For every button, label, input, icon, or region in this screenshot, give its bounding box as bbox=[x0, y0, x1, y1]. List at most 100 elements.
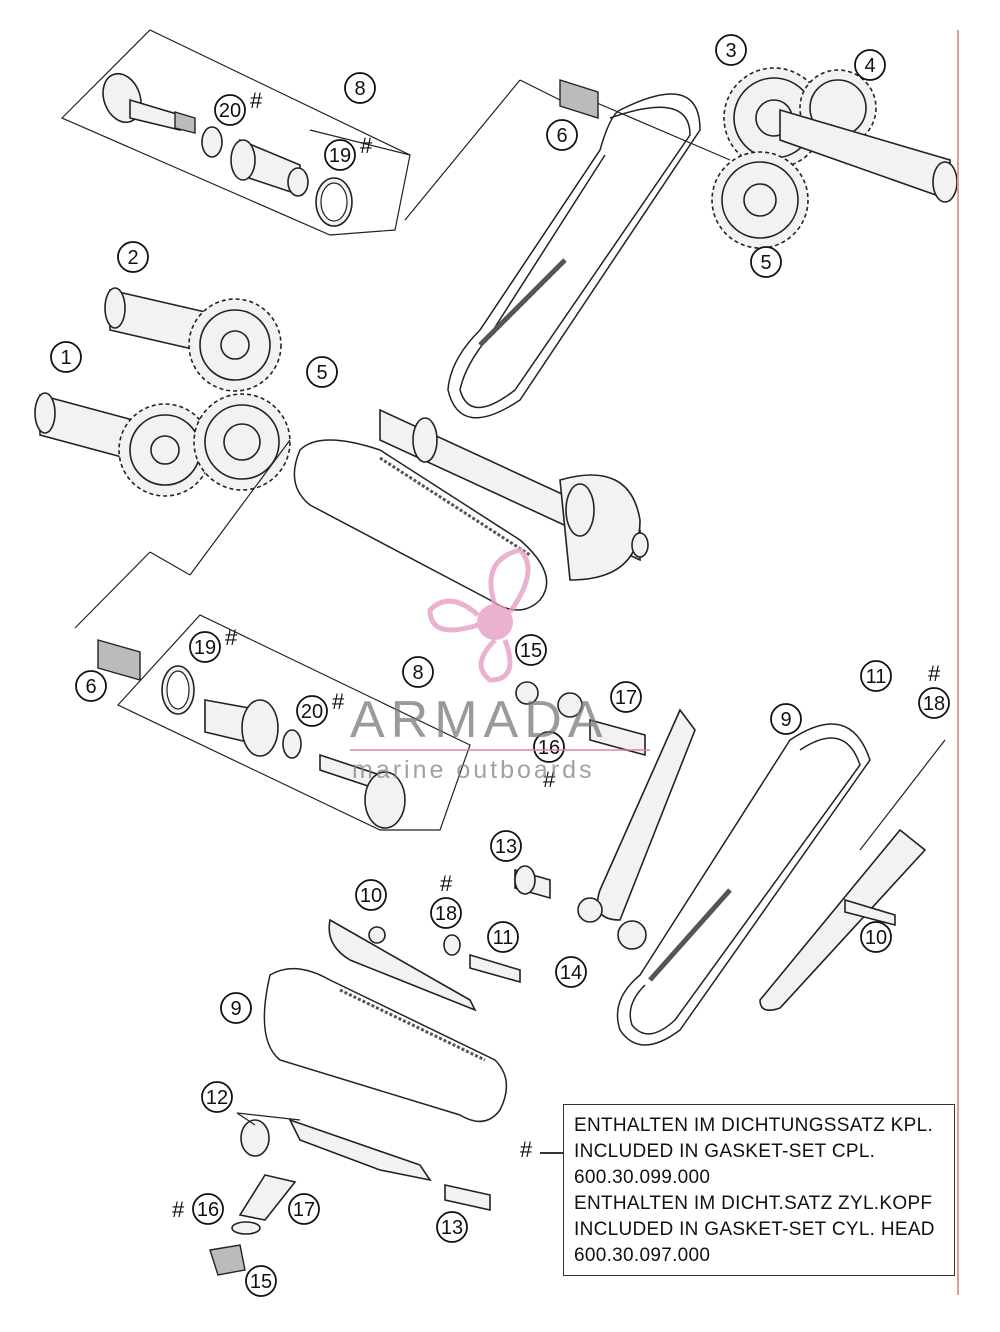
callout-6: 6 bbox=[75, 670, 107, 702]
timing-chain-upper bbox=[447, 93, 701, 419]
tensioner-lower bbox=[209, 1112, 491, 1276]
watermark-tagline: marine outboards bbox=[352, 756, 595, 784]
camshaft-assembly-top bbox=[404, 67, 958, 249]
callout-circle bbox=[201, 1081, 233, 1113]
callout-circle bbox=[487, 921, 519, 953]
callout-circle bbox=[555, 956, 587, 988]
callout-circle bbox=[355, 879, 387, 911]
callout-number: 10 bbox=[360, 885, 382, 907]
bearing-assembly-top bbox=[60, 29, 411, 236]
callout-circle bbox=[75, 670, 107, 702]
callout-circle bbox=[430, 897, 462, 929]
timing-chain-left bbox=[263, 967, 508, 1123]
callout-number: 13 bbox=[495, 836, 517, 858]
gasket-set-marker: # bbox=[543, 767, 556, 792]
callout-number: 8 bbox=[354, 78, 365, 100]
legend-line: 600.30.099.000 bbox=[574, 1167, 711, 1188]
callout-circle bbox=[117, 241, 149, 273]
callout-15: 15 bbox=[515, 634, 547, 666]
callout-circle bbox=[546, 119, 578, 151]
callout-circle bbox=[918, 687, 950, 719]
callout-number: 16 bbox=[538, 737, 560, 759]
callout-number: 11 bbox=[866, 666, 887, 688]
bearing-assembly-bottom bbox=[97, 614, 471, 831]
legend-line: 600.30.097.000 bbox=[574, 1245, 711, 1266]
callout-number: 4 bbox=[864, 55, 875, 77]
callout-number: 1 bbox=[60, 347, 71, 369]
gasket-set-marker: # bbox=[928, 661, 941, 686]
callout-circle bbox=[515, 634, 547, 666]
callout-circle bbox=[324, 139, 356, 171]
callout-circle bbox=[214, 94, 246, 126]
legend-line: ENTHALTEN IM DICHTUNGSSATZ KPL. bbox=[574, 1115, 934, 1136]
gasket-set-marker: # bbox=[440, 871, 453, 896]
callout-circle bbox=[189, 631, 221, 663]
callout-1: 1 bbox=[50, 341, 82, 373]
callout-number: 9 bbox=[780, 709, 791, 731]
callout-number: 9 bbox=[230, 998, 241, 1020]
legend-line: ENTHALTEN IM DICHT.SATZ ZYL.KOPF bbox=[574, 1193, 933, 1214]
callout-14: 14 bbox=[555, 956, 587, 988]
callout-layer: 820#19#634521519#6820#151716#1118#913101… bbox=[50, 34, 950, 1297]
callout-circle bbox=[854, 49, 886, 81]
callout-number: 19 bbox=[194, 637, 216, 659]
callout-number: 2 bbox=[127, 247, 138, 269]
callout-2: 2 bbox=[117, 241, 149, 273]
page-edge-rule bbox=[957, 30, 959, 1295]
tensioner-rail-upper bbox=[514, 681, 696, 950]
callout-number: 17 bbox=[615, 687, 637, 709]
callout-number: 11 bbox=[493, 927, 514, 949]
callout-number: 15 bbox=[250, 1271, 272, 1293]
callout-9: 9 bbox=[220, 992, 252, 1024]
guide-rail-right bbox=[759, 828, 927, 1011]
callout-number: 17 bbox=[293, 1199, 315, 1221]
callout-circle bbox=[306, 356, 338, 388]
callout-number: 19 bbox=[329, 145, 351, 167]
callout-number: 5 bbox=[760, 252, 771, 274]
callout-16: 16# bbox=[172, 1193, 224, 1225]
callout-circle bbox=[245, 1265, 277, 1297]
callout-20: 20# bbox=[214, 88, 263, 126]
callout-19: 19 # bbox=[189, 625, 238, 663]
watermark-logo bbox=[427, 547, 531, 683]
gasket-set-marker: # bbox=[225, 625, 238, 650]
callout-number: 10 bbox=[865, 927, 887, 949]
callout-circle bbox=[436, 1211, 468, 1243]
callout-5: 5 bbox=[750, 246, 782, 278]
callout-number: 5 bbox=[316, 362, 327, 384]
callout-number: 6 bbox=[556, 125, 567, 147]
callout-5: 5 bbox=[306, 356, 338, 388]
callout-17: 17 bbox=[288, 1193, 320, 1225]
crankshaft bbox=[379, 408, 649, 581]
callout-8: 8 bbox=[402, 656, 434, 688]
callout-number: 14 bbox=[560, 962, 582, 984]
callout-13: 13 bbox=[490, 830, 522, 862]
callout-number: 12 bbox=[206, 1087, 228, 1109]
callout-18: 18 # bbox=[918, 661, 950, 719]
callout-number: 20 bbox=[219, 100, 241, 122]
callout-18: 18 # bbox=[430, 871, 462, 929]
callout-number: 15 bbox=[520, 640, 542, 662]
callout-11: 11 bbox=[487, 921, 519, 953]
watermark-rule bbox=[350, 749, 650, 751]
callout-circle bbox=[533, 731, 565, 763]
gasket-set-marker: # bbox=[332, 689, 345, 714]
callout-number: 3 bbox=[725, 40, 736, 62]
callout-number: 18 bbox=[435, 903, 457, 925]
callout-19: 19# bbox=[324, 133, 373, 171]
timing-chain-lower bbox=[293, 439, 548, 611]
callout-13: 13 bbox=[436, 1211, 468, 1243]
callout-15: 15 bbox=[245, 1265, 277, 1297]
callout-circle bbox=[402, 656, 434, 688]
guide-rail-left bbox=[328, 918, 477, 1012]
callout-circle bbox=[344, 72, 376, 104]
callout-circle bbox=[610, 681, 642, 713]
callout-circle bbox=[192, 1193, 224, 1225]
callout-10: 10 bbox=[860, 921, 892, 953]
callout-circle bbox=[860, 660, 892, 692]
callout-number: 18 bbox=[923, 693, 945, 715]
callout-9: 9 bbox=[770, 703, 802, 735]
watermark-brand: ARMADA bbox=[350, 691, 609, 749]
